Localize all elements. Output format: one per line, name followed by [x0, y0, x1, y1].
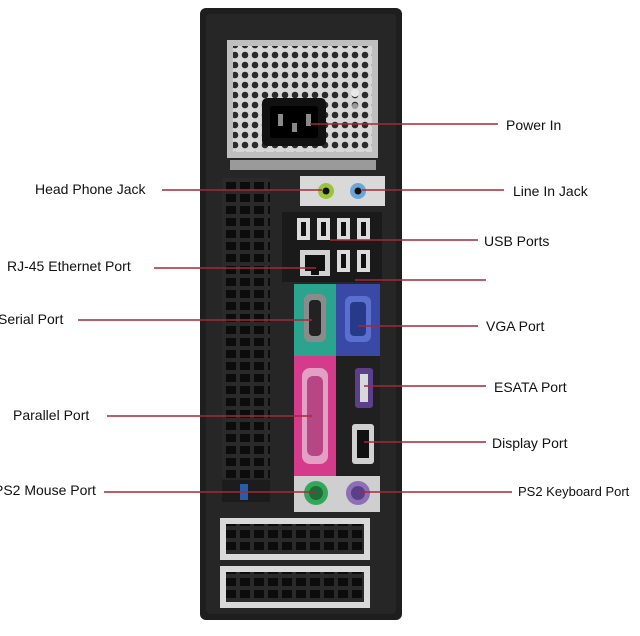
- label-parallel-port: Parallel Port: [13, 407, 90, 423]
- label-esata-port: ESATA Port: [494, 379, 567, 395]
- label-ps2-keyboard-port: PS2 Keyboard Port: [518, 484, 630, 499]
- grid-vent-icon: [222, 178, 270, 478]
- label-rj45-port: RJ-45 Ethernet Port: [7, 258, 131, 274]
- label-power-in: Power In: [506, 117, 562, 133]
- label-usb-ports: USB Ports: [484, 233, 550, 249]
- label-vga-port: VGA Port: [486, 318, 545, 334]
- label-line-in-jack: Line In Jack: [513, 183, 588, 199]
- label-serial-port: Serial Port: [0, 311, 64, 327]
- label-display-port: Display Port: [492, 435, 568, 451]
- label-ps2-mouse-port: PS2 Mouse Port: [0, 482, 96, 498]
- label-headphone-jack: Head Phone Jack: [35, 181, 146, 197]
- leader-lines: [78, 123, 512, 493]
